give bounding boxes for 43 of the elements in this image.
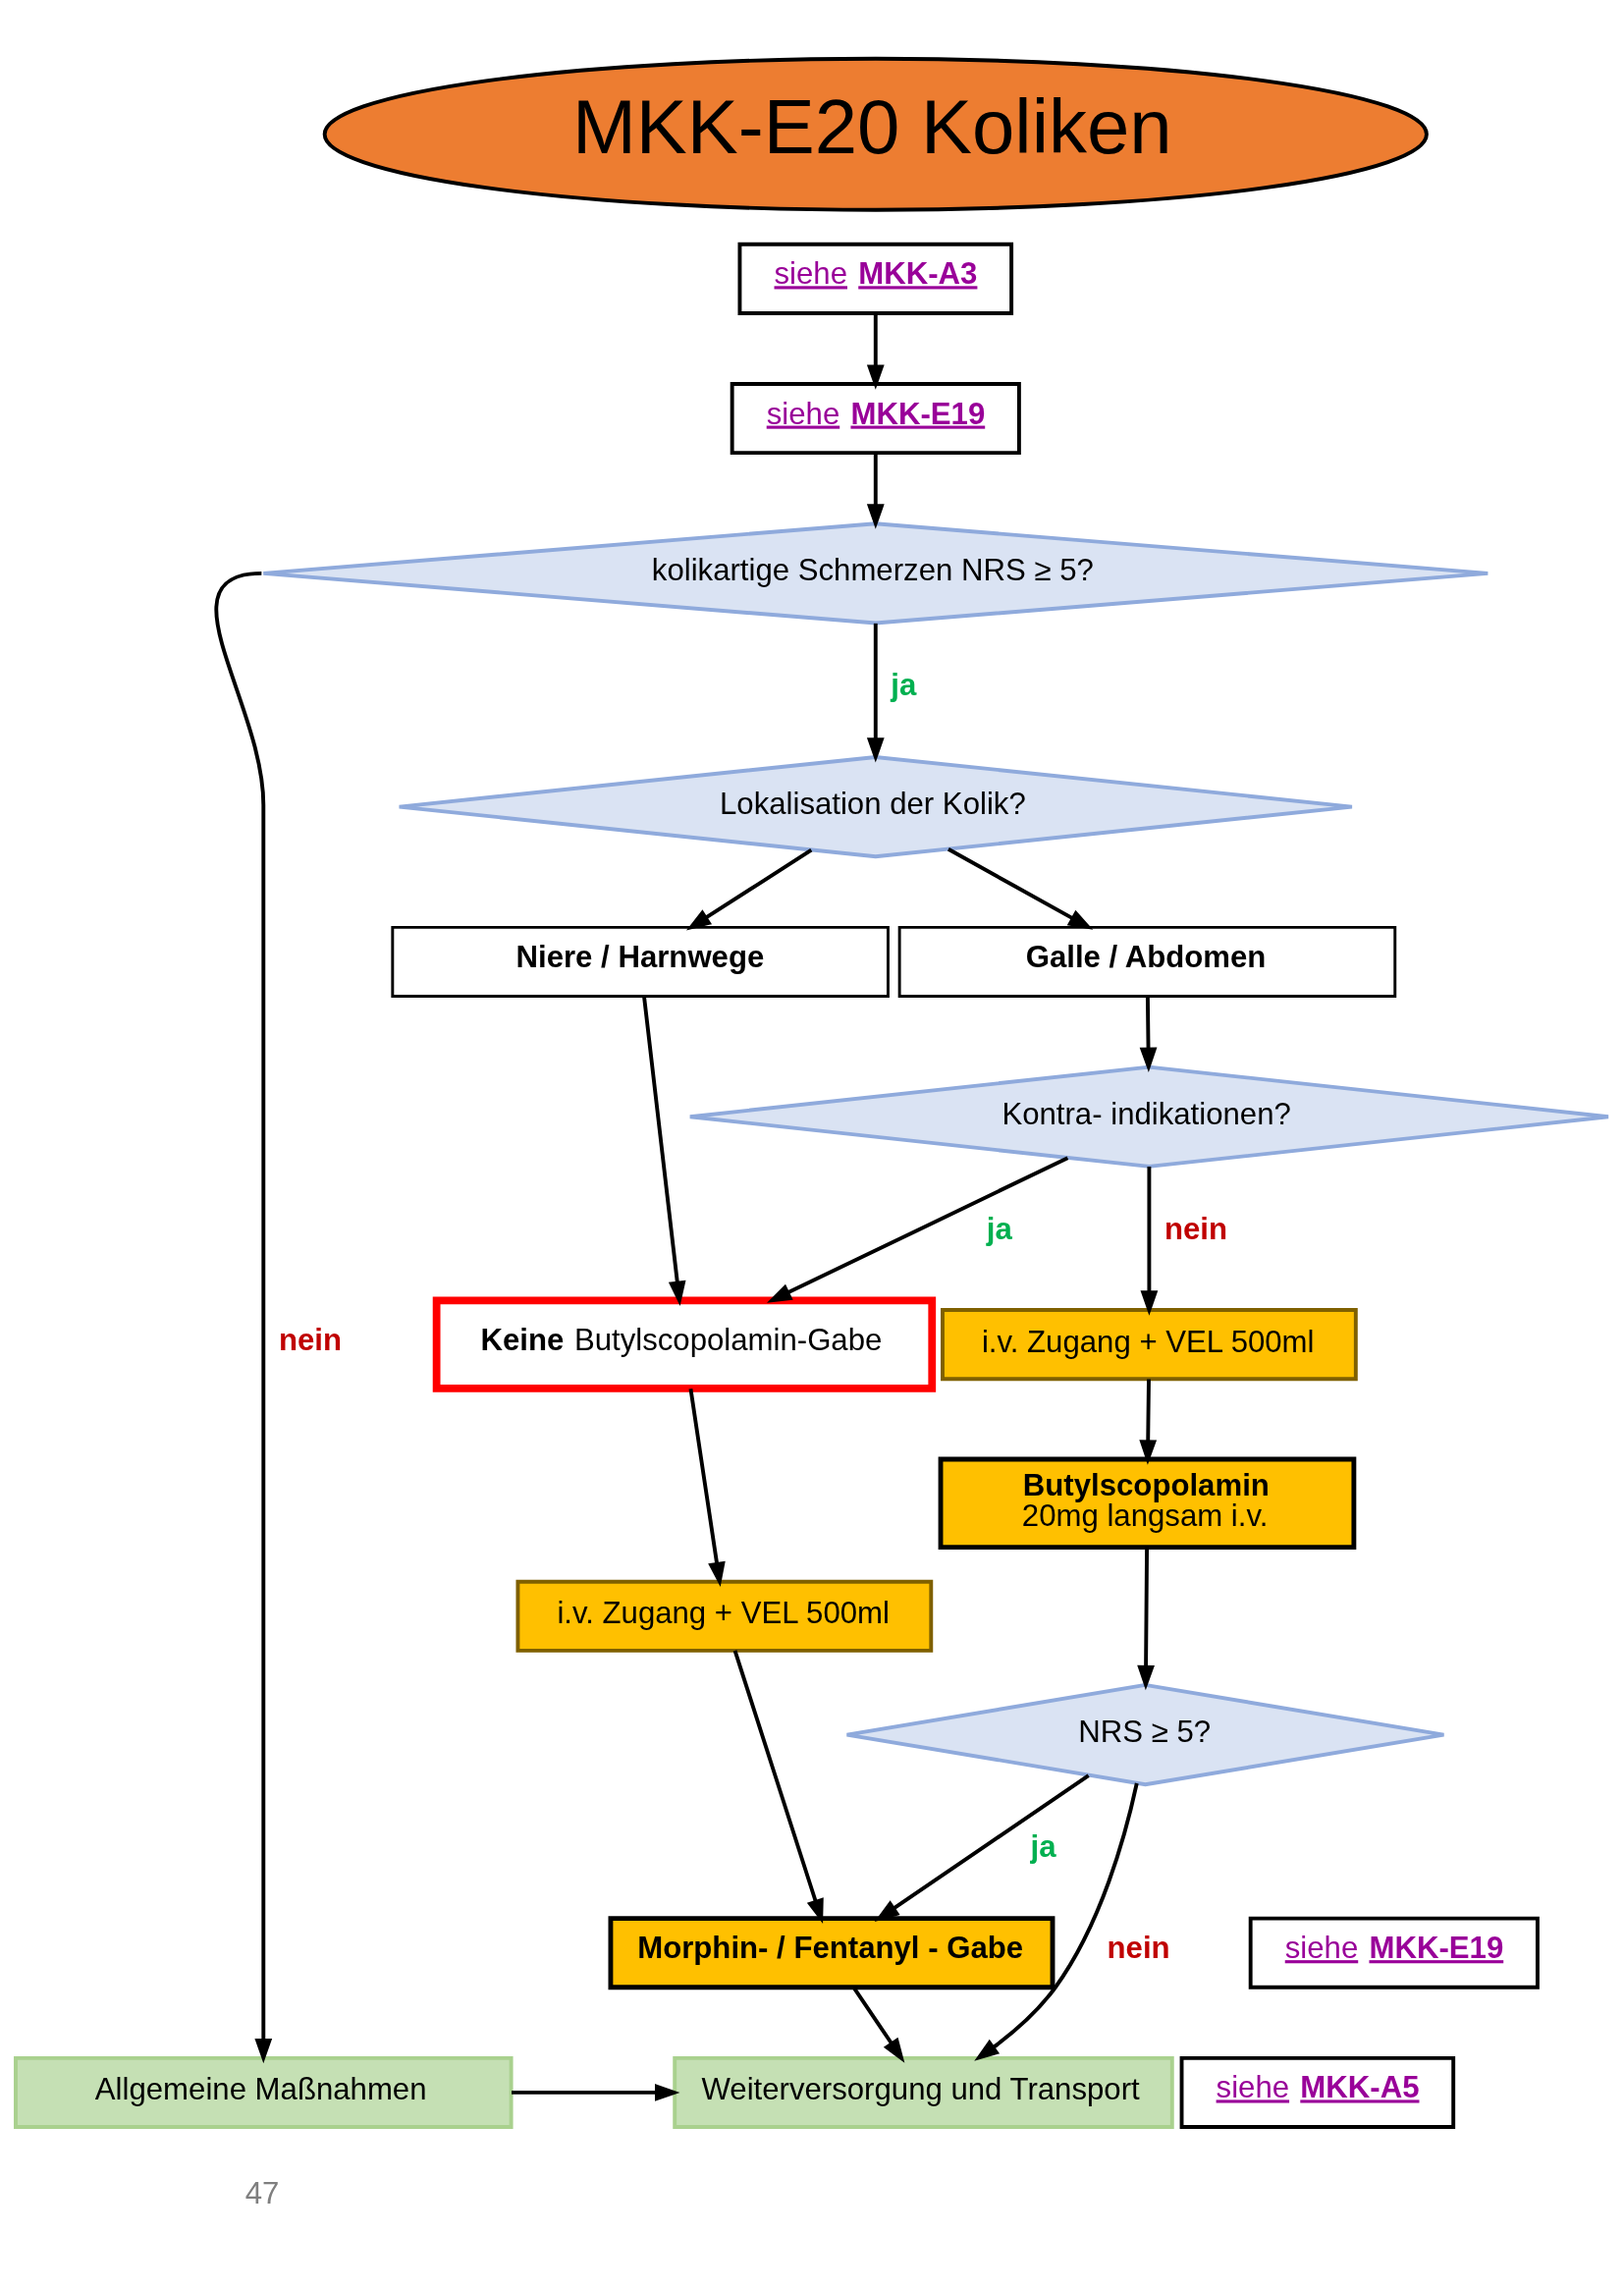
arrow (732, 1650, 824, 1925)
arrow (642, 996, 686, 1306)
node-box: siehe MKK-E19 (1248, 1916, 1540, 1989)
edge-label: nein (1164, 1211, 1228, 1246)
arrow (688, 1388, 726, 1588)
arrow (874, 1773, 1090, 1922)
node-box: i.v. Zugang + VEL 500ml (515, 1579, 934, 1653)
arrow (866, 453, 885, 529)
node-diamond: NRS ≥ 5? (844, 1682, 1446, 1787)
arrow (1139, 996, 1158, 1073)
node-diamond: Lokalisation der Kolik? (397, 755, 1354, 859)
arrow (1140, 1167, 1159, 1316)
arrow (685, 848, 813, 931)
node-diamond: kolikartige Schmerzen NRS ≥ 5? (261, 521, 1490, 626)
arrow (947, 847, 1094, 930)
node-box: Galle / Abdomen (897, 925, 1397, 998)
edge-label: ja (891, 668, 917, 703)
arrow (974, 1782, 1139, 2061)
node-box: Keine Butylscopolamin-Gabe (432, 1296, 937, 1392)
edge-label: nein (278, 1322, 342, 1357)
node-box: siehe MKK-A5 (1179, 2055, 1456, 2129)
node-box: Morphin- / Fentanyl - Gabe (608, 1916, 1056, 1990)
node-ellipse: MKK-E20 Koliken (322, 56, 1429, 212)
node-box: siehe MKK-A3 (737, 242, 1014, 315)
node-box: i.v. Zugang + VEL 500ml (941, 1308, 1358, 1382)
arrow (866, 313, 885, 390)
arrow (512, 2084, 680, 2101)
node-box: Allgemeine Maßnahmen (14, 2055, 514, 2129)
edge-label: ja (1030, 1828, 1056, 1864)
edge-label: ja (986, 1211, 1012, 1246)
edge-label: nein (1107, 1931, 1170, 1966)
node-diamond: Kontra- indikationen? (687, 1064, 1610, 1169)
label: 47 (244, 2175, 280, 2210)
node-box: Niere / Harnwege (391, 925, 890, 998)
arrow (214, 571, 273, 2064)
arrow (852, 1987, 905, 2063)
node-box: Butylscopolamin 20mg langsam i.v. (938, 1456, 1357, 1551)
node-box: Weiterversorgung und Transport (673, 2055, 1174, 2129)
node-box: siehe MKK-E19 (730, 382, 1021, 456)
arrow (1137, 1547, 1155, 1691)
arrow (866, 623, 885, 763)
arrow (767, 1156, 1069, 1303)
arrow (1139, 1379, 1158, 1465)
